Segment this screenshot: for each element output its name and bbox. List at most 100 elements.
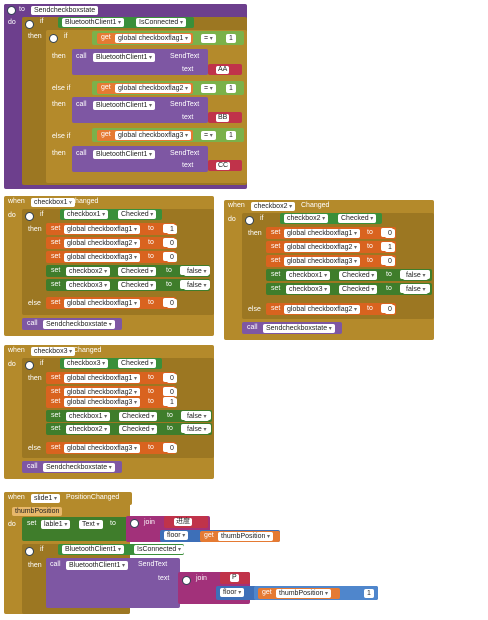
false-dropdown[interactable]: false [403, 271, 429, 280]
checkbox2-dropdown[interactable]: checkbox2 [284, 214, 329, 223]
bluetooth-client-dropdown[interactable]: BluetoothClient1 [62, 545, 125, 554]
procedure-dropdown[interactable]: Sendcheckboxstate [263, 324, 335, 333]
false-dropdown[interactable]: false [184, 412, 210, 421]
flag2-dropdown[interactable]: global checkboxflag2 [64, 388, 141, 397]
gear-icon[interactable] [245, 216, 254, 225]
number-zero[interactable]: 0 [385, 305, 395, 314]
procedure-dropdown[interactable]: Sendcheckboxstate [43, 463, 115, 472]
checkbox2-dropdown[interactable]: checkbox2 [66, 425, 111, 434]
false-dropdown[interactable]: false [184, 281, 210, 290]
number-one[interactable]: 1 [226, 34, 236, 43]
number-one[interactable]: 1 [226, 131, 236, 140]
checked-dropdown[interactable]: Checked [339, 271, 378, 280]
checked-dropdown[interactable]: Checked [118, 281, 157, 290]
gear-icon[interactable] [49, 34, 58, 43]
string-cc-value[interactable]: CC [216, 162, 231, 170]
bluetooth-client-dropdown[interactable]: BluetoothClient1 [93, 150, 156, 159]
gear-icon[interactable] [182, 576, 191, 585]
flag1-dropdown[interactable]: global checkboxflag1 [284, 229, 361, 238]
isconnected-getter[interactable] [58, 17, 194, 28]
number-one[interactable]: 1 [364, 589, 374, 598]
string-aa-value[interactable]: AA [216, 66, 230, 74]
procedure-dropdown[interactable]: Sendcheckboxstate [43, 320, 115, 329]
checked-dropdown[interactable]: Checked [118, 210, 157, 219]
isconnected-dropdown[interactable]: IsConnected [134, 545, 184, 554]
gear-icon[interactable] [25, 212, 34, 221]
checkbox3-dropdown[interactable]: checkbox3 [64, 359, 109, 368]
flag2-dropdown[interactable]: global checkboxflag2 [284, 243, 361, 252]
eq-dropdown[interactable]: = [201, 84, 216, 93]
flag1-dropdown[interactable]: global checkboxflag1 [64, 374, 141, 383]
false-dropdown[interactable]: false [403, 285, 429, 294]
number-one[interactable]: 1 [226, 84, 236, 93]
checkbox3-dropdown[interactable]: checkbox3 [286, 285, 331, 294]
number-one[interactable]: 1 [385, 243, 395, 252]
number-one[interactable]: 1 [167, 225, 177, 234]
thumbposition-dropdown[interactable]: thumbPosition [218, 532, 274, 541]
eq-dropdown[interactable]: = [201, 34, 216, 43]
number-one[interactable]: 1 [167, 398, 177, 407]
checkbox3-dropdown[interactable]: checkbox3 [31, 347, 76, 356]
checked-dropdown[interactable]: Checked [339, 285, 378, 294]
gear-icon[interactable] [25, 20, 34, 29]
flag3-dropdown[interactable]: global checkboxflag3 [115, 131, 192, 140]
floor-dropdown[interactable]: floor [164, 531, 189, 540]
flag3-dropdown[interactable]: global checkboxflag3 [64, 253, 141, 262]
string-bb-value[interactable]: BB [216, 114, 230, 122]
bluetooth-client-dropdown[interactable]: BluetoothClient1 [66, 561, 129, 570]
flag1-dropdown[interactable]: global checkboxflag1 [64, 225, 141, 234]
checkbox3-checked-getter[interactable] [60, 358, 162, 369]
set-label-text[interactable] [22, 517, 130, 541]
flag2-dropdown[interactable]: global checkboxflag2 [64, 239, 141, 248]
number-zero[interactable]: 0 [167, 374, 177, 383]
label-dropdown[interactable]: lable1 [41, 520, 71, 529]
checked-dropdown[interactable]: Checked [119, 425, 158, 434]
number-zero[interactable]: 0 [385, 257, 395, 266]
string-p-value[interactable]: P [230, 574, 239, 582]
checkbox1-dropdown[interactable]: checkbox1 [31, 198, 76, 207]
bluetooth-client-dropdown[interactable]: BluetoothClient1 [62, 18, 125, 27]
checkbox3-dropdown[interactable]: checkbox3 [66, 281, 111, 290]
checked-dropdown[interactable]: Checked [118, 267, 157, 276]
false-dropdown[interactable]: false [184, 267, 210, 276]
number-zero[interactable]: 0 [167, 444, 177, 453]
false-dropdown[interactable]: false [184, 425, 210, 434]
gear-icon[interactable] [25, 547, 34, 556]
eq-dropdown[interactable]: = [201, 131, 216, 140]
flag3-dropdown[interactable]: global checkboxflag3 [284, 257, 361, 266]
thumbposition-dropdown[interactable]: thumbPosition [276, 589, 332, 598]
checkbox1-dropdown[interactable]: checkbox1 [286, 271, 331, 280]
checkbox1-dropdown[interactable]: checkbox1 [66, 412, 111, 421]
flag2-dropdown[interactable]: global checkboxflag2 [284, 305, 361, 314]
string-sep-value[interactable]: 进度 [174, 518, 192, 526]
procedure-name-field[interactable]: Sendcheckboxstate [31, 6, 99, 15]
checkbox2-dropdown[interactable]: checkbox2 [66, 267, 111, 276]
number-zero[interactable]: 0 [167, 388, 177, 397]
number-zero[interactable]: 0 [167, 239, 177, 248]
checkbox1-checked-getter[interactable] [60, 209, 162, 220]
checkbox2-checked-getter[interactable] [280, 213, 382, 224]
bluetooth-client-dropdown[interactable]: BluetoothClient1 [93, 101, 156, 110]
gear-icon[interactable] [130, 519, 139, 528]
gear-icon[interactable] [25, 361, 34, 370]
flag2-dropdown[interactable]: global checkboxflag2 [115, 84, 192, 93]
checked-dropdown[interactable]: Checked [118, 359, 157, 368]
bluetooth-client-dropdown[interactable]: BluetoothClient1 [93, 53, 156, 62]
number-zero[interactable]: 0 [167, 299, 177, 308]
flag3-dropdown[interactable]: global checkboxflag3 [64, 398, 141, 407]
checked-dropdown[interactable]: Checked [338, 214, 377, 223]
thumbposition-param[interactable]: thumbPosition [12, 507, 63, 516]
flag3-dropdown[interactable]: global checkboxflag3 [64, 444, 141, 453]
slide1-dropdown[interactable]: slide1 [31, 494, 60, 503]
flag1-dropdown[interactable]: global checkboxflag1 [64, 299, 141, 308]
flag1-dropdown[interactable]: global checkboxflag1 [115, 34, 192, 43]
gear-icon[interactable] [7, 6, 16, 15]
isconnected-dropdown[interactable]: IsConnected [136, 18, 186, 27]
checked-dropdown[interactable]: Checked [119, 412, 158, 421]
text-prop-dropdown[interactable]: Text [79, 520, 103, 529]
number-zero[interactable]: 0 [385, 229, 395, 238]
floor-dropdown[interactable]: floor [220, 588, 245, 597]
checkbox2-dropdown[interactable]: checkbox2 [251, 202, 296, 211]
number-zero[interactable]: 0 [167, 253, 177, 262]
checkbox1-dropdown[interactable]: checkbox1 [64, 210, 109, 219]
